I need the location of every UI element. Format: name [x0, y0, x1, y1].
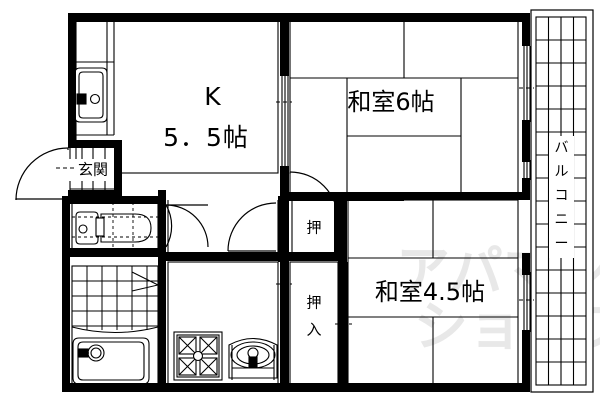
genkan-label: 玄関 — [78, 161, 108, 179]
closet-lower-label-line-2: 入 — [306, 321, 321, 339]
balcony-sliding-door-lower[interactable] — [519, 272, 534, 332]
walls — [62, 13, 530, 392]
bathtub-fixture — [72, 337, 150, 385]
balcony-sliding-door-mid[interactable] — [523, 160, 531, 180]
room-labels: K 5．5帖 和室6帖 和室4.5帖 押 押 入 — [163, 82, 485, 339]
washitsu6-swing-door[interactable] — [289, 171, 339, 221]
balcony-char-1: ル — [555, 164, 569, 180]
hall-swing-door[interactable] — [227, 202, 277, 252]
balcony-sliding-door-upper[interactable] — [519, 46, 534, 122]
washitsu-4-5-label: 和室4.5帖 — [375, 278, 485, 306]
balcony-char-2: コ — [555, 188, 569, 204]
kitchen-sliding-door[interactable] — [281, 46, 289, 170]
swing-doors — [15, 147, 339, 252]
corridor-sliding-door[interactable] — [166, 253, 280, 258]
kitchen-label-line-2: 5．5帖 — [163, 123, 249, 152]
room-divider-sliding-door[interactable] — [404, 192, 522, 200]
toilet-fixture — [72, 202, 158, 252]
washitsu-6-label: 和室6帖 — [347, 88, 434, 116]
toilet-swing-door[interactable] — [165, 204, 209, 248]
kitchen-sink — [228, 337, 278, 380]
genkan-label-bg — [69, 159, 117, 181]
kitchen-label-line-1: K — [204, 82, 221, 111]
balcony-area: バ ル コ ニ ー — [530, 9, 594, 393]
wall-tick-marks — [56, 101, 292, 285]
balcony-char-3: ニ — [555, 212, 569, 228]
entrance-swing-door[interactable] — [15, 147, 69, 201]
closet-sliding-door[interactable] — [335, 262, 352, 386]
gas-stove-4-burner — [173, 331, 223, 381]
sliding-doors — [56, 46, 534, 386]
bathroom-wall-tiles — [71, 266, 160, 333]
closet-upper-label: 押 — [306, 219, 321, 237]
balcony-label: バ ル コ ニ ー — [549, 136, 574, 258]
sink-basin — [74, 67, 108, 123]
balcony-char-0: バ — [555, 140, 569, 156]
closet-lower-label-line-1: 押 — [306, 294, 321, 312]
balcony-char-4: ー — [555, 236, 569, 252]
